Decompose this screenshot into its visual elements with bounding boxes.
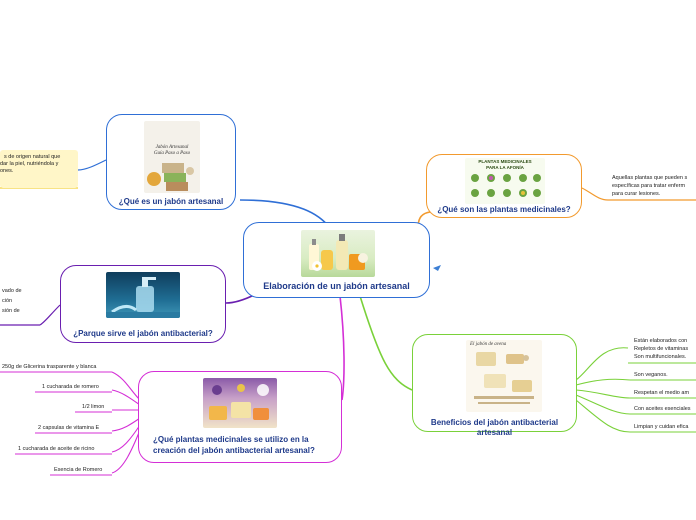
beneficios-item-1-line-1: Están elaborados con xyxy=(634,338,688,344)
branch-beneficios[interactable]: El jabón de avena Beneficios del jabón a… xyxy=(412,334,577,437)
beneficios-item-2: Son veganos. xyxy=(634,372,668,378)
beneficios-item-4: Con aceites esenciales xyxy=(634,406,691,412)
plantas-uso-title-line-1: ¿Qué plantas medicinales se utilizo en l… xyxy=(153,435,309,444)
branch-que-es[interactable]: Jabón Artesanal Guía Paso a Paso ¿Qué es… xyxy=(106,114,236,210)
plantas-note-line-1: Aquellas plantas que pueden s xyxy=(612,175,688,181)
branch-plantas[interactable]: PLANTAS MEDICINALES PARA LA AFONÍA ¿Qué … xyxy=(426,154,582,218)
plantas-uso-item-1: 250g de Glicerina trasparente y blanca xyxy=(2,364,97,370)
beneficios-item-1-line-3: Son multifuncionales. xyxy=(634,354,687,360)
plantas-uso-item-5: 1 cucharada de aceite de ricino xyxy=(18,446,95,452)
antibacterial-image xyxy=(106,272,180,318)
beneficios-item-3: Respetan el medio am xyxy=(634,390,690,396)
beneficios-item-1-line-2: Repletos de vitaminas xyxy=(634,346,689,352)
plantas-image: PLANTAS MEDICINALES PARA LA AFONÍA xyxy=(465,158,545,204)
central-node[interactable]: Elaboración de un jabón artesanal xyxy=(243,222,430,298)
que-es-note-line-3: ones. xyxy=(0,168,14,174)
beneficios-title: Beneficios del jabón antibacterial artes… xyxy=(430,418,559,437)
plantas-note-line-2: específicas para tratar enferm xyxy=(612,183,686,189)
beneficios-image-text: El jabón de avena xyxy=(470,342,507,347)
link-antibacterial-note xyxy=(39,304,61,326)
plantas-uso-image xyxy=(203,378,277,428)
beneficios-item-5: Limpian y cuidan efica xyxy=(634,424,689,430)
central-title: Elaboración de un jabón artesanal xyxy=(263,281,410,291)
que-es-title: ¿Qué es un jabón artesanal xyxy=(118,197,224,206)
plantas-image-text-1: PLANTAS MEDICINALES xyxy=(478,159,532,164)
plantas-note-line-3: para curar lesiones. xyxy=(612,191,661,197)
que-es-note-line-1: s de origen natural que xyxy=(4,154,61,160)
link-plantas-note xyxy=(581,187,609,201)
que-es-image-text-2: Guía Paso a Paso xyxy=(153,151,191,156)
branch-plantas-uso[interactable]: ¿Qué plantas medicinales se utilizo en l… xyxy=(138,371,342,463)
antibacterial-note-line-2: ción xyxy=(2,298,13,304)
beneficios-image: El jabón de avena xyxy=(466,340,542,412)
que-es-note-line-2: dar la piel, nutriéndola y xyxy=(0,161,59,167)
plantas-uso-item-4: 2 capsulas de vitamina E xyxy=(38,425,100,431)
antibacterial-note-line-3: sión de xyxy=(2,308,20,314)
plantas-uso-links xyxy=(111,371,141,474)
collapse-toggle-icon[interactable] xyxy=(433,258,441,271)
que-es-image-text-1: Jabón Artesanal xyxy=(155,145,189,150)
link-beneficios xyxy=(359,295,413,391)
plantas-title: ¿Qué son las plantas medicinales? xyxy=(437,205,571,214)
plantas-uso-item-2: 1 cucharada de romero xyxy=(42,384,99,390)
link-plantas-uso xyxy=(339,295,345,401)
que-es-image: Jabón Artesanal Guía Paso a Paso xyxy=(144,121,200,193)
beneficios-underlines xyxy=(628,362,696,433)
antibacterial-title: ¿Parque sirve el jabón antibacterial? xyxy=(73,329,213,338)
plantas-uso-title-line-2: creación del jabón antibacterial artesan… xyxy=(153,446,315,455)
plantas-uso-underlines xyxy=(0,371,112,476)
que-es-note: s de origen natural que dar la piel, nut… xyxy=(0,150,78,188)
beneficios-links xyxy=(575,347,631,433)
plantas-image-text-2: PARA LA AFONÍA xyxy=(486,164,524,170)
branch-antibacterial[interactable]: ¿Parque sirve el jabón antibacterial? xyxy=(60,265,226,343)
link-que-es-note xyxy=(77,159,107,171)
plantas-uso-item-6: Esencia de Romero xyxy=(54,467,103,473)
plantas-uso-item-3: 1/2 limon xyxy=(82,404,105,410)
central-image xyxy=(301,230,375,277)
antibacterial-note-line-1: vado de xyxy=(2,288,22,294)
